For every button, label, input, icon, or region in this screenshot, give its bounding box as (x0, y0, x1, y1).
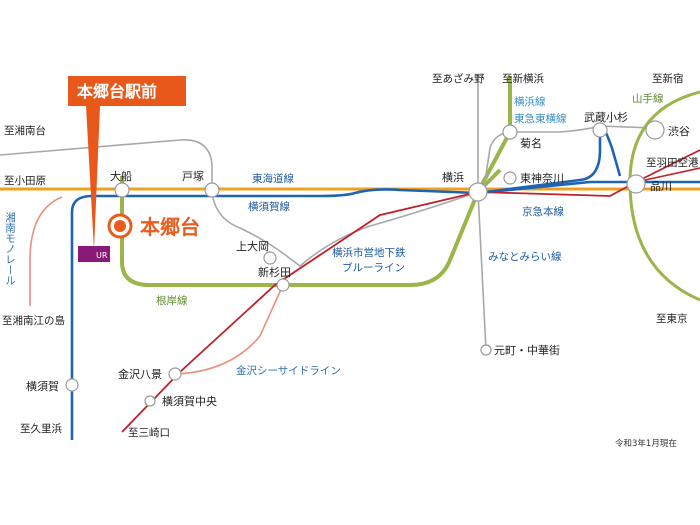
line-label-negishi: 根岸線 (156, 294, 188, 307)
monorail-line (29, 196, 63, 306)
haneda-branch (635, 167, 700, 183)
line-label-keikyu: 京急本線 (522, 205, 564, 218)
motomachi-node (480, 344, 492, 356)
shinagawa-node (626, 174, 646, 194)
shibuya-node (645, 120, 665, 140)
kamiooka-node (263, 251, 277, 265)
yokosuka-line (70, 180, 700, 440)
yokosukachuo-node (144, 395, 156, 407)
yokosuka-node (65, 378, 79, 392)
station-yokosuka: 横須賀 (26, 379, 59, 393)
direction-enoshima: 至湘南江の島 (2, 314, 65, 327)
line-label-subway-1: 横浜市営地下鉄 (332, 246, 406, 259)
yokohama-node (468, 182, 488, 202)
kanazawahakkei-node (168, 367, 182, 381)
hero-station-dot (114, 220, 126, 232)
toyoko-line (483, 125, 656, 189)
direction-kurihama: 至久里浜 (20, 423, 62, 435)
direction-shinjuku: 至新宿 (652, 72, 684, 85)
direction-misakiguchi: 至三崎口 (128, 426, 170, 439)
ur-logo-text: UR (96, 251, 108, 260)
higashikanagawa-node (503, 171, 517, 185)
direction-shinyokohama: 至新横浜 (502, 72, 544, 85)
totsuka-node (204, 182, 220, 198)
station-musashikosugi: 武蔵小杉 (584, 110, 628, 124)
direction-odawara: 至小田原 (4, 175, 46, 187)
line-label-monorail: 湘南モノレール (4, 211, 16, 285)
banner-label: 本郷台駅前 (77, 82, 157, 101)
station-kamiooka: 上大岡 (236, 239, 269, 253)
station-shinagawa: 品川 (650, 180, 672, 193)
station-ofuna: 大船 (110, 169, 132, 183)
line-label-toyoko: 東急東横線 (514, 112, 567, 125)
station-shibuya: 渋谷 (668, 125, 690, 138)
line-label-minatomirai: みなとみらい線 (488, 250, 562, 263)
line-label-yokohama: 横浜線 (514, 95, 546, 108)
station-yokosukachuo: 横須賀中央 (162, 394, 217, 408)
ofuna-node (114, 182, 130, 198)
station-totsuka: 戸塚 (182, 170, 204, 183)
ur-logo (78, 246, 110, 262)
direction-tokyo: 至東京 (656, 312, 688, 325)
station-shinsugita: 新杉田 (258, 265, 291, 279)
shinsugita-node (276, 278, 290, 292)
blue-branch-musashikosugi (477, 124, 622, 195)
hero-station-label: 本郷台 (140, 215, 200, 239)
banner-pointer (86, 106, 100, 250)
location-banner (68, 76, 186, 106)
station-higashikanagawa: 東神奈川 (520, 171, 564, 185)
seaside-line (174, 284, 284, 375)
line-label-yokosuka: 横須賀線 (248, 200, 290, 213)
negishi-line (120, 168, 502, 287)
station-yokohama: 横浜 (442, 170, 464, 184)
station-motomachi: 元町・中華街 (494, 343, 560, 357)
direction-azamino: 至あざみ野 (432, 72, 485, 85)
direction-haneda: 至羽田空港 (646, 156, 699, 169)
direction-shonandai: 至湘南台 (4, 124, 46, 137)
subway-blue-line (0, 75, 479, 268)
station-kanazawahakkei: 金沢八景 (118, 367, 162, 381)
musashikosugi-node (592, 122, 608, 138)
line-label-subway-2: ブルーライン (342, 261, 405, 274)
footnote: 令和3年1月現在 (615, 438, 677, 449)
line-label-tokaido: 東海道線 (252, 172, 294, 185)
line-label-seaside: 金沢シーサイドライン (236, 364, 341, 377)
yamanote-line (628, 90, 700, 302)
station-kikuna: 菊名 (520, 136, 542, 150)
line-label-yamanote: 山手線 (632, 92, 664, 105)
kikuna-node (502, 124, 518, 140)
minatomirai-line (477, 191, 487, 351)
